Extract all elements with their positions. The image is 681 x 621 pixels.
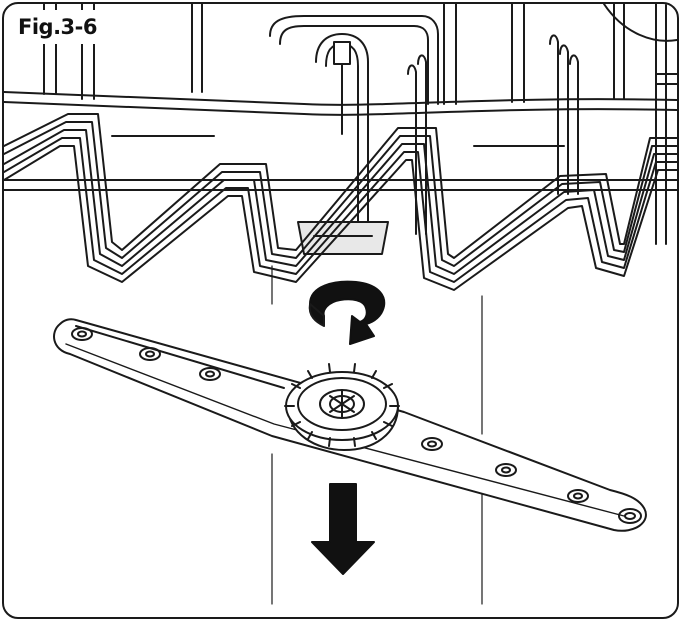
figure-label: Fig.3-6 xyxy=(10,10,105,44)
guide-lines xyxy=(271,265,483,605)
basket-side-rails xyxy=(4,135,677,191)
spray-nozzles xyxy=(71,327,642,524)
basket-top-rails xyxy=(4,91,677,116)
down-arrow-icon xyxy=(311,483,375,575)
dishwasher-illustration xyxy=(4,4,677,605)
basket-tine-rows xyxy=(4,113,677,291)
lower-spray-arm xyxy=(53,318,647,532)
basket-fork-tines xyxy=(407,34,579,235)
basket-vertical-wires xyxy=(43,4,677,245)
spray-arm-hub xyxy=(284,363,400,451)
rotate-icon xyxy=(308,280,386,345)
dish-edge xyxy=(603,4,677,42)
